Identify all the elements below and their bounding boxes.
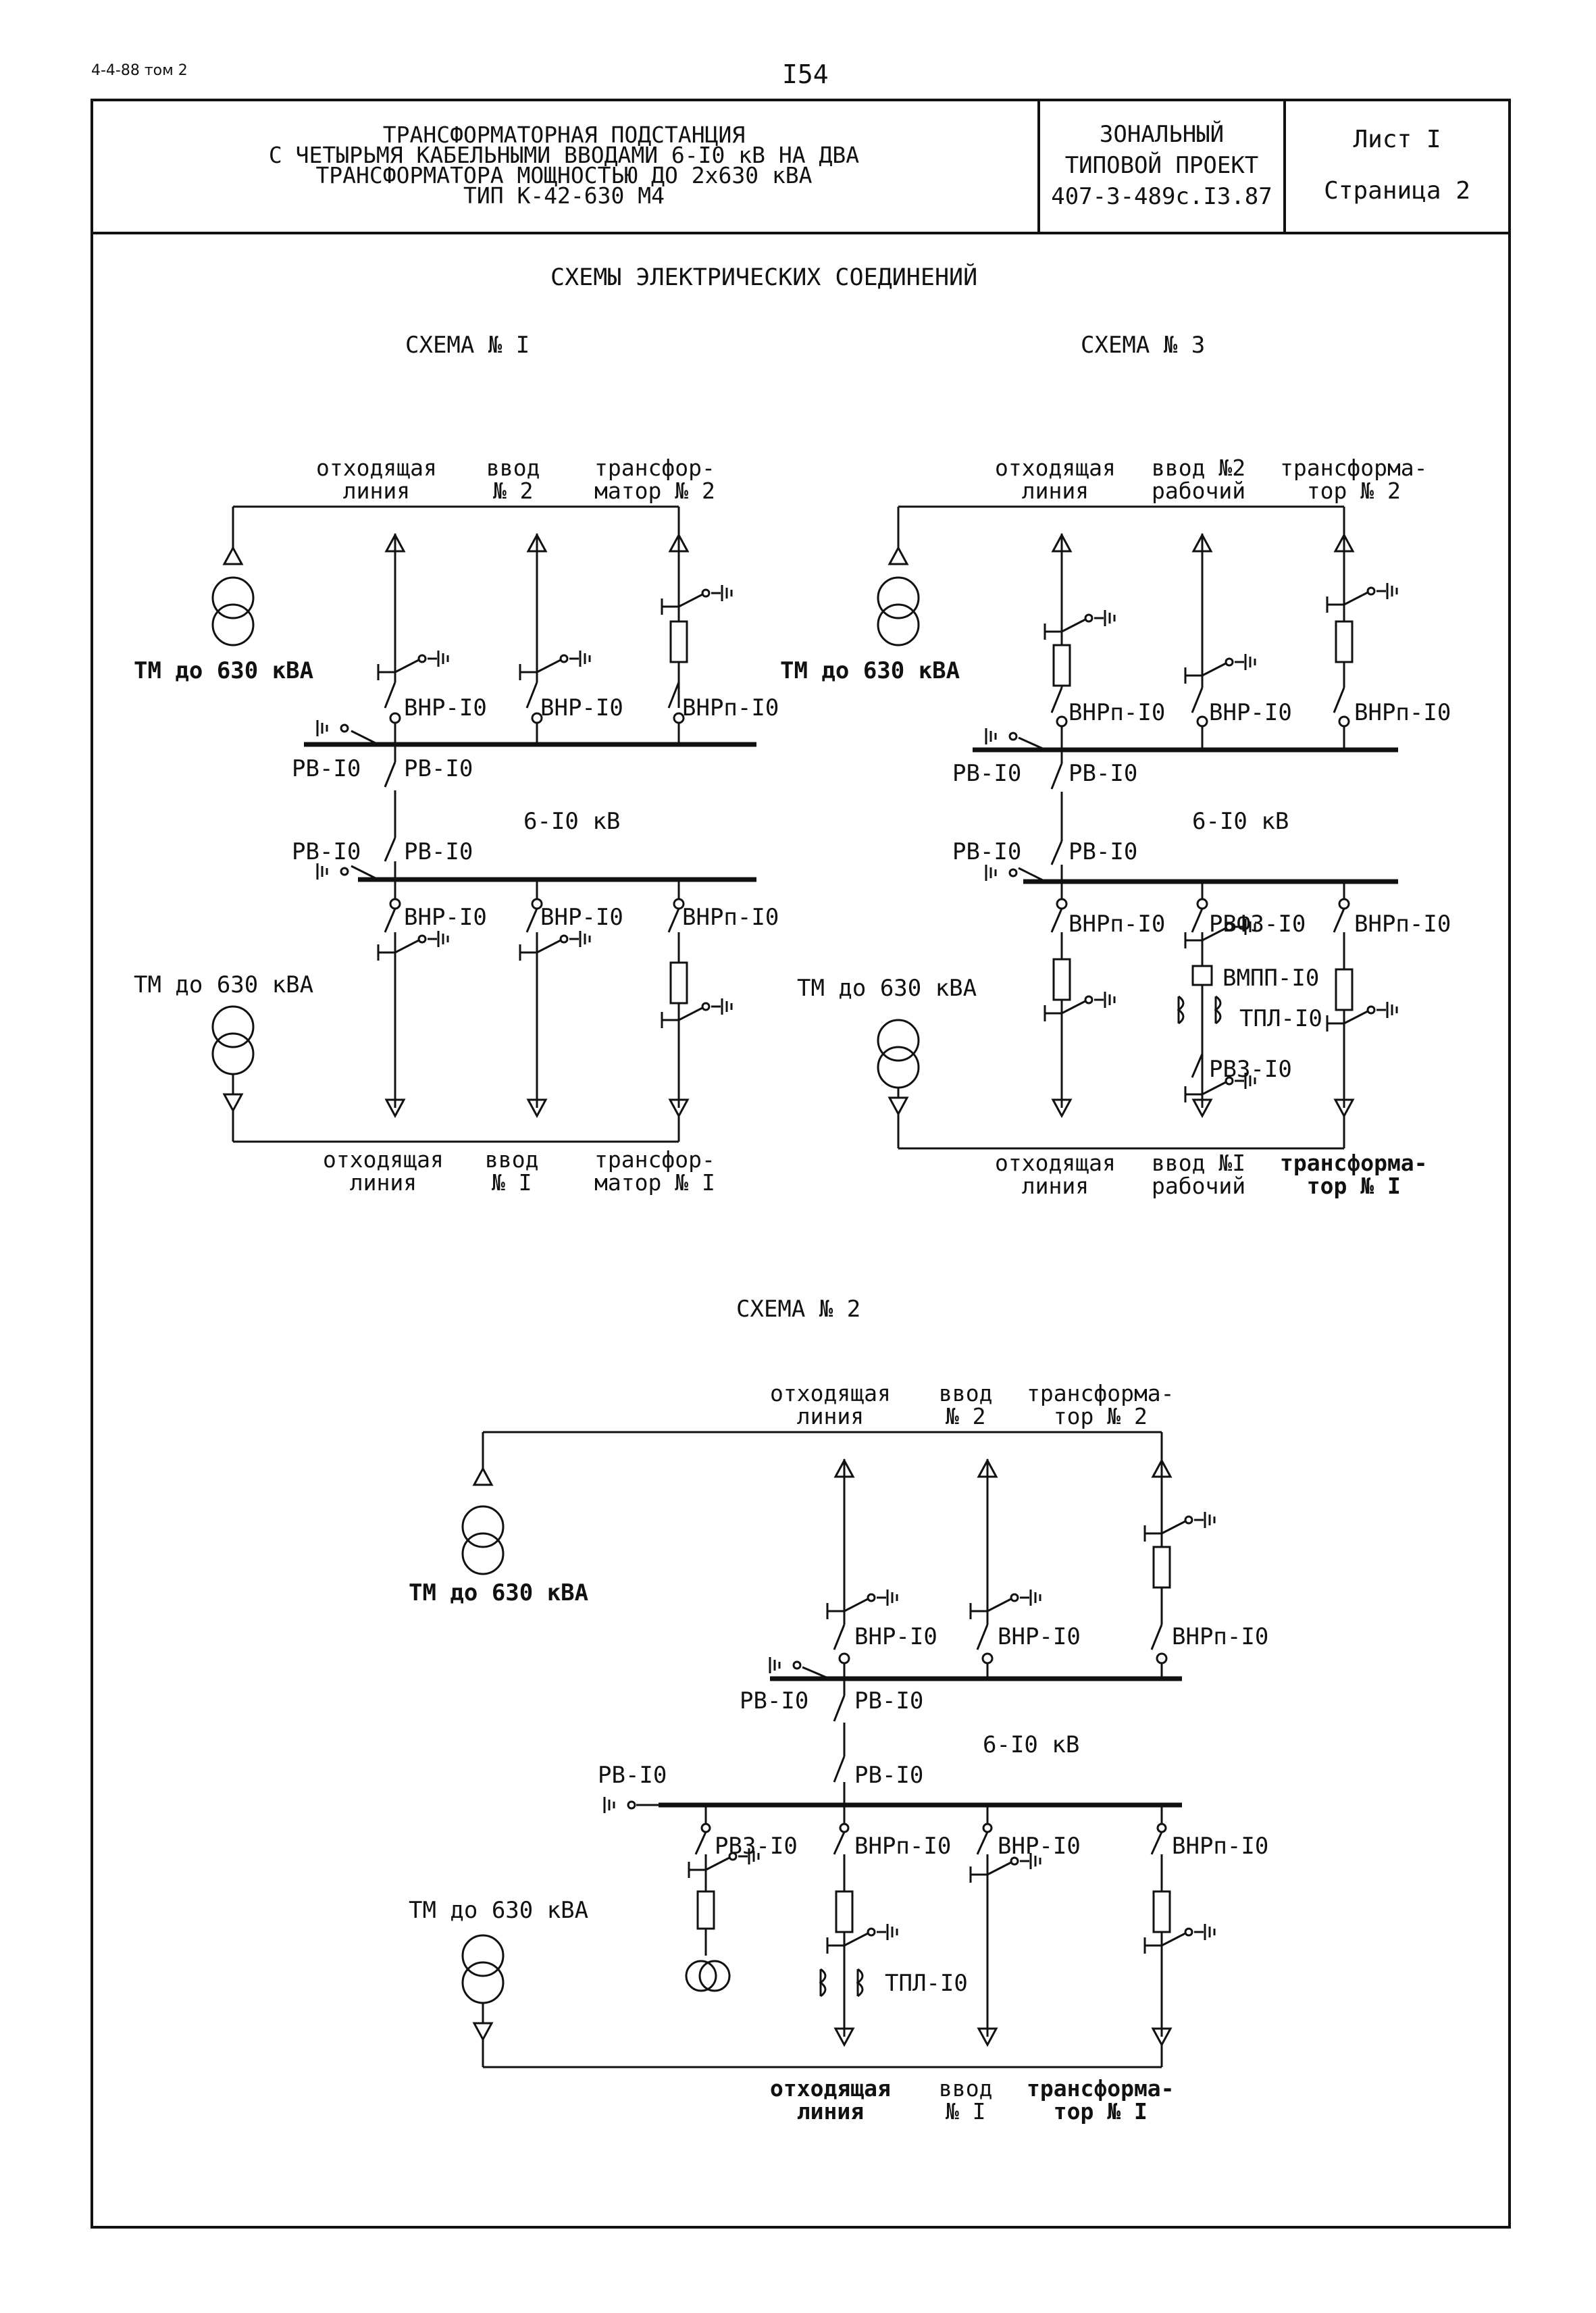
s3-sw-top-1: ВНРп-I0 (1069, 699, 1166, 726)
s1-voltage: 6-I0 кВ (523, 808, 621, 835)
s3-bottom-label-transformer: трансформа- тор № I (1280, 1150, 1428, 1199)
s2-tm-bottom: ТМ до 630 кВА (409, 1897, 589, 1924)
s3-top-label-input: ввод №2 рабочий (1152, 455, 1246, 504)
s1-top-label-transformer: трансфор- матор № 2 (594, 455, 715, 504)
sheet-number: Лист I (1353, 125, 1441, 153)
document-reference: 4-4-88 том 2 (91, 62, 188, 79)
project-line: ЗОНАЛЬНЫЙ (1099, 120, 1225, 148)
s3-rv-2: РВ-I0 (1069, 760, 1138, 787)
s3-sw-bottom-2: РВФЗ-I0 (1209, 911, 1306, 938)
s2-bottom-label-transformer: трансформа- тор № I (1027, 2075, 1175, 2125)
title-line: ТРАНСФОРМАТОРА МОЩНОСТЬЮ ДО 2х630 кВА (315, 161, 813, 188)
s2-rv-3: РВ-I0 (854, 1762, 924, 1789)
s3-rvz-label: РВЗ-I0 (1209, 1056, 1292, 1083)
s2-bottom-label-outgoing: отходящая линия (770, 2075, 891, 2125)
title-line: ТРАНСФОРМАТОРНАЯ ПОДСТАНЦИЯ (382, 121, 746, 148)
s1-bottom-label-input: ввод № I (485, 1146, 539, 1196)
s2-sw-top-3: ВНРп-I0 (1172, 1623, 1269, 1650)
s2-top-label-transformer: трансформа- тор № 2 (1027, 1380, 1175, 1429)
s3-rv-3: РВ-I0 (952, 838, 1022, 865)
s1-top-label-input: ввод № 2 (486, 455, 540, 504)
s2-rv-2: РВ-I0 (854, 1687, 924, 1714)
s1-sw-bottom-3: ВНРп-I0 (682, 904, 779, 931)
s3-tpl-label: ТПЛ-I0 (1239, 1005, 1322, 1032)
title-cell: ТРАНСФОРМАТОРНАЯ ПОДСТАНЦИЯ С ЧЕТЫРЬМЯ К… (91, 99, 1040, 232)
page-label: Страница 2 (1324, 176, 1470, 205)
s3-sw-top-2: ВНР-I0 (1209, 699, 1292, 726)
title-line: ТИП К-42-630 М4 (463, 182, 665, 209)
scheme-1-title: СХЕМА № I (405, 332, 530, 359)
s2-sw-bottom-4: ВНРп-I0 (1172, 1833, 1269, 1860)
s1-rv-3: РВ-I0 (292, 838, 361, 865)
s1-sw-top-1: ВНР-I0 (404, 694, 487, 721)
s2-sw-bottom-3: ВНР-I0 (998, 1833, 1081, 1860)
s2-bottom-label-input: ввод № I (939, 2075, 993, 2125)
s3-vmpp-label: ВМПП-I0 (1222, 965, 1320, 992)
s1-rv-4: РВ-I0 (404, 838, 473, 865)
s3-bottom-label-outgoing: отходящая линия (995, 1150, 1116, 1199)
s1-bottom-label-outgoing: отходящая линия (323, 1146, 444, 1196)
project-cell: ЗОНАЛЬНЫЙ ТИПОВОЙ ПРОЕКТ 407-3-489с.I3.8… (1040, 99, 1286, 232)
scheme-2-diagram (461, 1431, 1214, 2068)
s2-top-label-input: ввод № 2 (939, 1380, 993, 1429)
title-line: С ЧЕТЫРЬМЯ КАБЕЛЬНЫМИ ВВОДАМИ 6-I0 кВ НА… (268, 141, 860, 168)
s3-bottom-label-input: ввод №I рабочий (1152, 1150, 1246, 1199)
s1-tm-bottom: ТМ до 630 кВА (134, 971, 314, 998)
s2-sw-top-1: ВНР-I0 (854, 1623, 937, 1650)
s2-sw-bottom-2: ВНРп-I0 (854, 1833, 952, 1860)
scheme-1-diagram (211, 505, 756, 1143)
section-title: СХЕМЫ ЭЛЕКТРИЧЕСКИХ СОЕДИНЕНИЙ (550, 264, 978, 291)
s3-sw-bottom-1: ВНРп-I0 (1069, 911, 1166, 938)
title-block: ТРАНСФОРМАТОРНАЯ ПОДСТАНЦИЯ С ЧЕТЫРЬМЯ К… (91, 99, 1511, 234)
s1-tm-top: ТМ до 630 кВА (134, 657, 314, 684)
s3-top-label-outgoing: отходящая линия (995, 455, 1116, 504)
s2-rv-1: РВ-I0 (740, 1687, 809, 1714)
s1-bottom-label-transformer: трансфор- матор № I (594, 1146, 715, 1196)
s2-top-label-outgoing: отходящая линия (770, 1380, 891, 1429)
scheme-3-diagram (877, 505, 1398, 1150)
s3-sw-bottom-3: ВНРп-I0 (1354, 911, 1451, 938)
s3-tm-top: ТМ до 630 кВА (780, 657, 960, 684)
s1-sw-bottom-2: ВНР-I0 (540, 904, 623, 931)
s3-voltage: 6-I0 кВ (1192, 808, 1289, 835)
s3-rv-4: РВ-I0 (1069, 838, 1138, 865)
s2-sw-top-2: ВНР-I0 (998, 1623, 1081, 1650)
s2-rv-left: РВ-I0 (598, 1762, 667, 1789)
project-line: ТИПОВОЙ ПРОЕКТ (1064, 151, 1259, 179)
s2-tpl-label: ТПЛ-I0 (885, 1970, 968, 1997)
project-line: 407-3-489с.I3.87 (1051, 182, 1272, 210)
s3-rv-1: РВ-I0 (952, 760, 1022, 787)
s2-voltage: 6-I0 кВ (983, 1731, 1080, 1758)
s1-rv-1: РВ-I0 (292, 755, 361, 782)
drawing-frame (91, 99, 1511, 2229)
s1-sw-top-3: ВНРп-I0 (682, 694, 779, 721)
s1-rv-2: РВ-I0 (404, 755, 473, 782)
scheme-3-title: СХЕМА № 3 (1081, 332, 1206, 359)
s3-sw-top-3: ВНРп-I0 (1354, 699, 1451, 726)
s1-sw-top-2: ВНР-I0 (540, 694, 623, 721)
sheet-cell: Лист I Страница 2 (1286, 99, 1508, 232)
s2-tm-top: ТМ до 630 кВА (409, 1579, 589, 1606)
s3-top-label-transformer: трансформа- тор № 2 (1280, 455, 1428, 504)
s1-sw-bottom-1: ВНР-I0 (404, 904, 487, 931)
s2-sw-bottom-1: РВЗ-I0 (715, 1833, 798, 1860)
s1-top-label-outgoing: отходящая линия (316, 455, 437, 504)
page-number: I54 (782, 59, 829, 89)
scheme-2-title: СХЕМА № 2 (736, 1296, 861, 1323)
s3-tm-bottom: ТМ до 630 кВА (797, 975, 977, 1002)
